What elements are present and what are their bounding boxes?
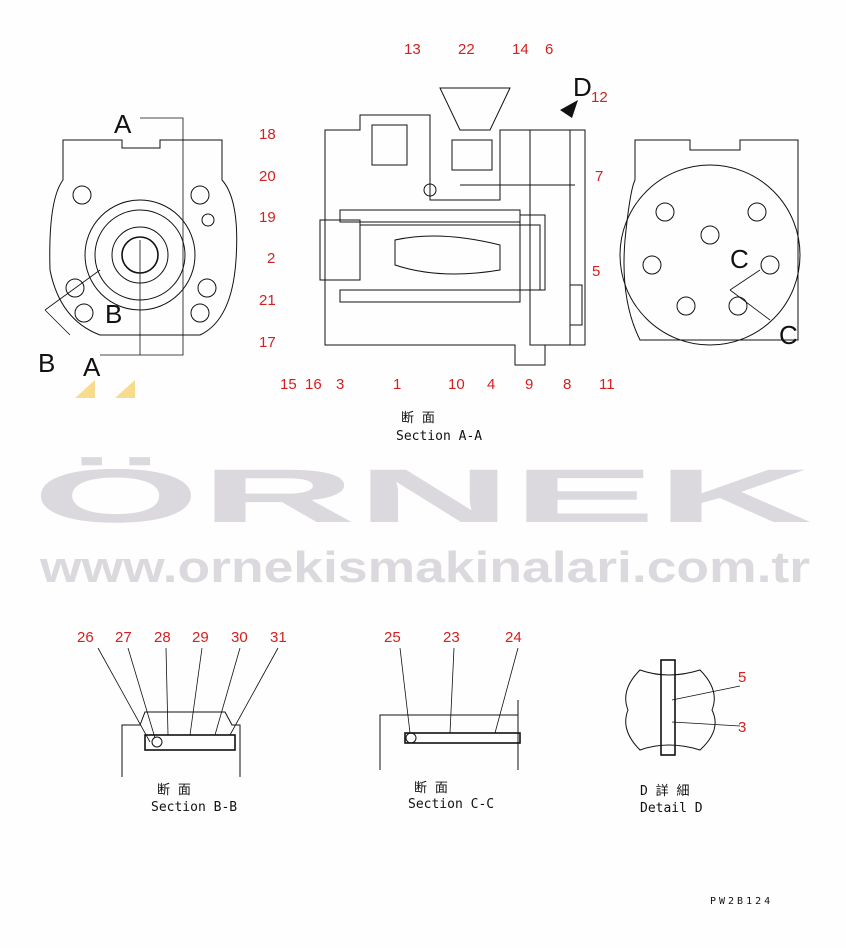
caption-bb-jp: 断 面 [157, 783, 191, 798]
section-letter-b-inner: B [105, 299, 122, 329]
callout: 8 [563, 376, 571, 393]
callout: 12 [591, 89, 608, 106]
callout: 27 [115, 629, 132, 646]
callout: 26 [77, 629, 94, 646]
callout: 31 [270, 629, 287, 646]
callout: 3 [336, 376, 344, 393]
callout: 3 [738, 719, 746, 736]
caption-bb-en: Section B-B [151, 800, 237, 815]
section-letter-a-top: A [114, 109, 132, 139]
section-bb-view [97, 647, 279, 777]
caption-aa-en: Section A-A [396, 429, 482, 444]
callout: 18 [259, 126, 276, 143]
callout: 22 [458, 41, 475, 58]
callout: 30 [231, 629, 248, 646]
section-letter-c-outer: C [779, 320, 798, 350]
callout: 28 [154, 629, 171, 646]
watermark-url: www.ornekismakinalari.com.tr [39, 543, 810, 592]
callout: 4 [487, 376, 495, 393]
section-aa-view [319, 87, 586, 366]
caption-d-en: Detail D [640, 801, 703, 816]
right-view [619, 139, 801, 346]
callout: 11 [599, 376, 615, 393]
callout: 5 [592, 263, 600, 280]
section-letter-d: D [573, 72, 592, 102]
watermark-brand: ÖRNEK [32, 454, 812, 539]
callout: 5 [738, 669, 746, 686]
caption-d-jp: D 詳 細 [640, 783, 689, 799]
section-letter-b-outer: B [38, 348, 55, 378]
caption-cc-jp: 断 面 [414, 781, 448, 796]
callout: 17 [259, 334, 276, 351]
watermark: ÖRNEK www.ornekismakinalari.com.tr [32, 380, 812, 592]
main-callouts: 13 22 14 6 12 18 20 7 19 2 5 21 17 15 16… [259, 41, 615, 393]
callout: 24 [505, 629, 522, 646]
callout: 21 [259, 292, 276, 309]
caption-aa-jp: 断 面 [401, 411, 435, 426]
caption-cc-en: Section C-C [408, 797, 494, 812]
callout: 9 [525, 376, 533, 393]
callout: 20 [259, 168, 276, 185]
callout: 15 [280, 376, 297, 393]
cc-callouts: 25 23 24 [384, 629, 522, 646]
callout: 25 [384, 629, 401, 646]
callout: 10 [448, 376, 465, 393]
d-callouts: 5 3 [738, 669, 746, 736]
callout: 2 [267, 250, 275, 267]
callout: 16 [305, 376, 322, 393]
drawing-code: PW2B124 [710, 896, 773, 907]
callout: 23 [443, 629, 460, 646]
callout: 14 [512, 41, 529, 58]
callout: 1 [393, 376, 401, 393]
callout: 19 [259, 209, 276, 226]
detail-d-view [625, 659, 741, 756]
callout: 13 [404, 41, 421, 58]
callout: 6 [545, 41, 553, 58]
section-letter-a-bottom: A [83, 352, 101, 382]
bb-callouts: 26 27 28 29 30 31 [77, 629, 287, 646]
callout: 29 [192, 629, 209, 646]
section-cc-view [379, 647, 521, 770]
front-view [44, 117, 238, 356]
callout: 7 [595, 168, 603, 185]
view-d-arrow-icon [560, 100, 578, 118]
section-letter-c-inner: C [730, 244, 749, 274]
watermark-accent-icon [75, 380, 135, 398]
